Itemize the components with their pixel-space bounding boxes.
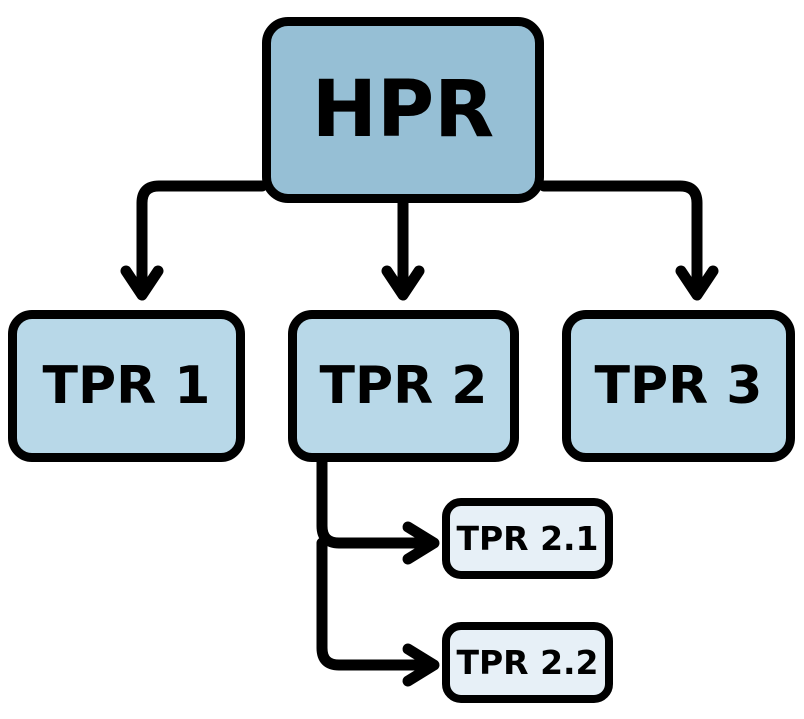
arrowhead-tpr2 bbox=[381, 265, 425, 301]
arrowhead-tpr1 bbox=[120, 265, 164, 301]
arrowhead-tpr22 bbox=[402, 643, 440, 687]
node-tpr-1-label: TPR 1 bbox=[42, 356, 211, 416]
node-tpr-3-label: TPR 3 bbox=[594, 356, 763, 416]
node-hpr-label: HPR bbox=[311, 65, 495, 155]
node-tpr-2-1-label: TPR 2.1 bbox=[456, 519, 599, 558]
node-tpr-2-1[interactable]: TPR 2.1 bbox=[442, 498, 613, 579]
arrowhead-tpr21 bbox=[402, 521, 440, 565]
node-tpr-2[interactable]: TPR 2 bbox=[288, 310, 519, 462]
node-tpr-2-2-label: TPR 2.2 bbox=[456, 643, 599, 682]
edge-hpr-to-tpr3 bbox=[538, 180, 703, 296]
node-tpr-3[interactable]: TPR 3 bbox=[562, 310, 795, 462]
edge-tpr2-spine bbox=[316, 456, 434, 549]
node-tpr-2-2[interactable]: TPR 2.2 bbox=[442, 622, 613, 703]
arrowhead-tpr3 bbox=[675, 265, 719, 301]
node-hpr[interactable]: HPR bbox=[262, 17, 544, 203]
edge-tpr2-to-tpr22 bbox=[316, 537, 434, 671]
node-tpr-1[interactable]: TPR 1 bbox=[8, 310, 245, 462]
node-tpr-2-label: TPR 2 bbox=[319, 356, 488, 416]
edge-hpr-to-tpr1 bbox=[136, 180, 268, 296]
